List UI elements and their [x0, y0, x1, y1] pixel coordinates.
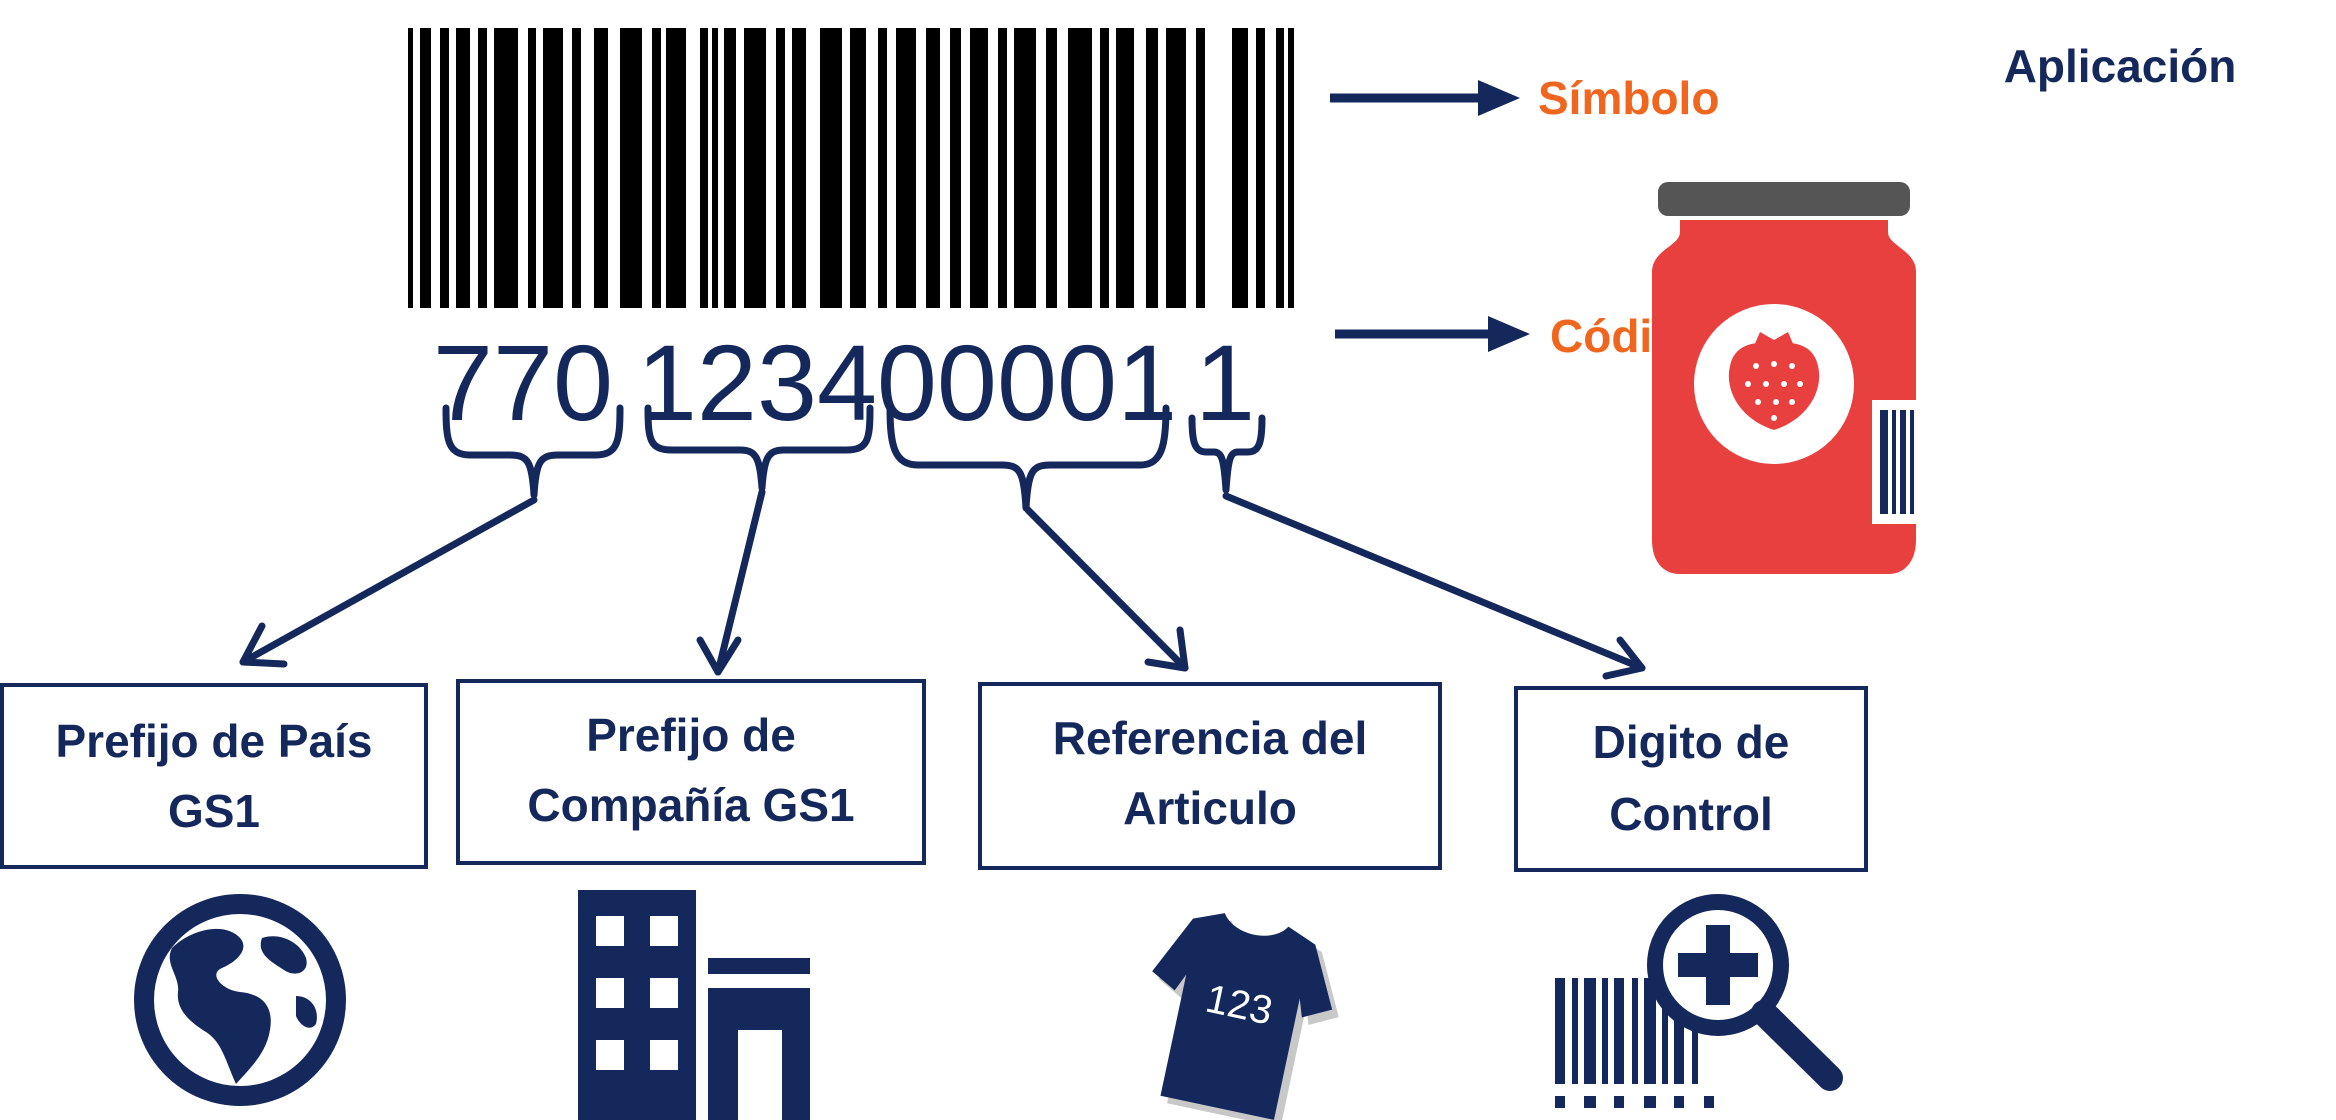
barcode-bar	[1644, 1096, 1656, 1108]
box-company-prefix: Prefijo de Compañía GS1	[456, 679, 926, 865]
barcode-bar	[1068, 28, 1092, 308]
barcode-bar	[878, 28, 887, 308]
barcode-bar	[420, 28, 431, 308]
barcode-bar	[1100, 28, 1109, 308]
barcode-bar	[1704, 1096, 1714, 1108]
barcode-bar	[666, 28, 686, 308]
box-country-prefix: Prefijo de País GS1	[0, 683, 428, 869]
barcode-bar	[572, 28, 581, 308]
barcode-bar	[1555, 1096, 1565, 1108]
barcode-bar	[528, 28, 536, 308]
barcode-bar	[494, 28, 518, 308]
box-check-digit: Digito de Control	[1514, 686, 1868, 872]
box-item-line2: Articulo	[1123, 782, 1297, 834]
barcode-bar	[744, 28, 766, 308]
barcode-bar	[998, 28, 1007, 308]
barcode-bar	[1256, 28, 1265, 308]
barcode-bar	[1614, 978, 1624, 1084]
barcode-bar	[408, 28, 413, 308]
barcode-bar	[1900, 410, 1906, 514]
barcode-symbol	[408, 28, 1294, 308]
building-icon	[578, 890, 810, 1120]
barcode-bar	[1674, 1096, 1684, 1108]
barcode-bar	[1014, 28, 1036, 308]
barcode-bar	[1276, 28, 1284, 308]
barcode-bar	[1288, 28, 1294, 308]
barcode-bar	[792, 28, 806, 308]
barcode-bar	[620, 28, 642, 308]
code-group-country: 770	[433, 322, 613, 443]
barcode-bar	[478, 28, 487, 308]
barcode-bar	[1196, 28, 1205, 308]
barcode-bar	[1632, 978, 1638, 1084]
barcode-bar	[1232, 28, 1248, 308]
barcode-bar	[950, 28, 961, 308]
barcode-bar	[1046, 28, 1057, 308]
code-group-item: 00001	[877, 322, 1177, 443]
barcode-bar	[594, 28, 608, 308]
box-country-line2: GS1	[168, 785, 260, 837]
barcode-bar	[1584, 978, 1596, 1084]
barcode-bar	[1555, 978, 1565, 1084]
box-company-line2: Compañía GS1	[527, 779, 854, 831]
brace-country	[442, 404, 624, 499]
barcode-bar	[850, 28, 866, 308]
jar-barcode	[1880, 410, 1914, 514]
small-barcode	[1555, 978, 1714, 1108]
aplicacion-label: Aplicación	[2004, 40, 2237, 92]
box-check-line2: Control	[1609, 788, 1773, 840]
arrow-to-check-box	[1222, 492, 1646, 680]
box-item-line1: Referencia del	[1053, 712, 1367, 764]
barcode-bar	[926, 28, 940, 308]
barcode-bar	[1572, 978, 1578, 1084]
barcode-bar	[1146, 28, 1158, 308]
barcode-bar	[1644, 978, 1656, 1084]
arrow-to-item-box	[1024, 506, 1189, 672]
code-group-check: 1	[1195, 322, 1255, 443]
barcode-bar	[712, 28, 718, 308]
barcode-bar	[1910, 410, 1914, 514]
barcode-bar	[1674, 978, 1684, 1084]
brace-check	[1188, 414, 1266, 494]
globe-icon	[134, 894, 346, 1106]
jam-jar-icon	[1652, 182, 1916, 574]
barcode-bar	[776, 28, 785, 308]
barcode-bar	[700, 28, 708, 308]
barcode-bar	[1584, 1096, 1596, 1108]
barcode-bar	[1116, 28, 1134, 308]
barcode-bar	[1662, 978, 1668, 1084]
barcode-bar	[1614, 1096, 1624, 1108]
barcode-bar	[820, 28, 842, 308]
barcode-bar	[1602, 978, 1608, 1084]
box-country-line1: Prefijo de País	[55, 715, 372, 767]
barcode-bar	[456, 28, 470, 308]
box-company-line1: Prefijo de	[586, 709, 796, 761]
simbolo-label: Símbolo	[1538, 72, 1719, 124]
arrow-to-country-box	[239, 496, 538, 668]
barcode-bar	[652, 28, 661, 308]
barcode-magnifier-icon	[1555, 894, 1843, 1108]
codigo-arrow	[1335, 316, 1530, 352]
barcode-bar	[1166, 28, 1186, 308]
barcode-bar	[970, 28, 988, 308]
box-item-reference: Referencia del Articulo	[978, 682, 1442, 870]
arrow-to-company-box	[696, 488, 766, 676]
code-group-company: 1234	[637, 322, 877, 443]
simbolo-arrow	[1330, 80, 1520, 116]
barcode-bar	[1880, 410, 1888, 514]
barcode-bar	[1892, 410, 1896, 514]
box-check-line1: Digito de	[1593, 716, 1790, 768]
tshirt-icon: 123	[1152, 913, 1339, 1120]
barcode-bar	[896, 28, 916, 308]
brace-company	[644, 404, 874, 492]
barcode-bar	[440, 28, 449, 308]
barcode-bar	[543, 28, 563, 308]
barcode-bar	[724, 28, 736, 308]
